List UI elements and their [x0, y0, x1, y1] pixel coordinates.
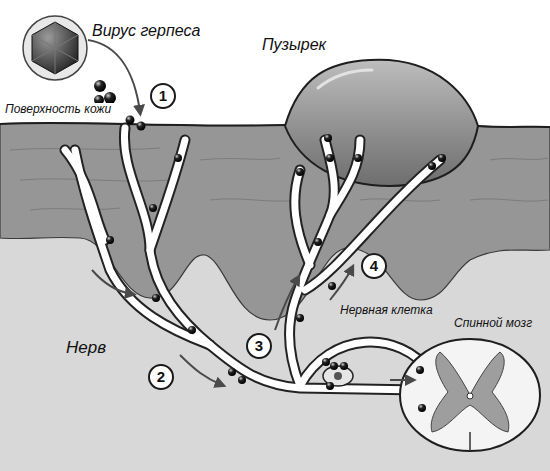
virion	[174, 154, 182, 162]
virus-label: Вирус герпеса	[92, 22, 200, 40]
skin-surface	[478, 126, 550, 127]
spinal-cord-label: Спинной мозг	[452, 317, 534, 331]
blister-label: Пузырек	[262, 36, 326, 54]
virion	[428, 162, 436, 170]
nucleus	[334, 372, 342, 380]
virion	[326, 382, 334, 390]
virion	[314, 238, 322, 246]
nerve	[295, 170, 310, 265]
nerve	[150, 140, 185, 250]
skin-texture	[20, 179, 170, 181]
virion	[330, 362, 338, 370]
skin-texture	[490, 158, 548, 160]
virion	[438, 154, 446, 162]
nerve	[75, 150, 210, 345]
nerve	[295, 170, 310, 265]
spinal-cord	[400, 339, 540, 451]
nerve	[150, 140, 185, 250]
nerve	[124, 128, 210, 345]
virion	[340, 362, 348, 370]
callout-number: 4	[361, 253, 387, 279]
virion	[188, 326, 196, 334]
nerve	[75, 150, 210, 345]
nerve-cell-label: Нервная клетка	[338, 304, 435, 318]
virion	[418, 404, 426, 412]
skin-texture	[200, 158, 280, 160]
callout-number: 2	[148, 364, 174, 390]
central-canal	[467, 393, 473, 399]
skin-texture	[470, 199, 548, 201]
virion	[326, 154, 334, 162]
movement-arrow	[390, 379, 412, 381]
skin-texture	[10, 148, 160, 150]
herpes-virus	[32, 22, 78, 74]
nerve	[65, 128, 440, 390]
blister-shine	[318, 70, 372, 88]
movement-arrow	[92, 270, 132, 294]
callout-number: 3	[246, 333, 272, 359]
virion	[238, 376, 246, 384]
virion	[106, 236, 114, 244]
virion	[149, 204, 157, 212]
nerve	[124, 128, 210, 345]
virion	[324, 134, 332, 142]
nerve	[305, 160, 440, 290]
callout-number: 1	[150, 83, 176, 109]
virion	[152, 294, 160, 302]
movement-arrow	[88, 40, 140, 112]
virion	[94, 80, 446, 412]
grey-matter	[431, 352, 509, 432]
nerve	[330, 140, 360, 215]
virion	[94, 80, 106, 92]
virion	[126, 116, 135, 125]
nerve	[65, 128, 440, 390]
herpes-virus	[23, 16, 87, 80]
virion	[296, 168, 304, 176]
nerve-label: Нерв	[66, 338, 106, 358]
virion	[322, 358, 330, 366]
nerve	[290, 140, 335, 386]
nerve	[65, 150, 105, 240]
virion	[354, 154, 362, 162]
movement-arrow	[275, 278, 298, 330]
virion	[137, 122, 146, 131]
virion	[416, 366, 424, 374]
movement-arrow	[180, 355, 222, 385]
skin-label: Поверхность кожи	[3, 103, 113, 117]
blister	[285, 60, 478, 186]
movement-arrow	[88, 40, 412, 385]
herpes-virus	[32, 22, 78, 74]
virion	[228, 368, 236, 376]
spinal-fissure	[469, 432, 471, 451]
herpes-virus	[23, 16, 87, 80]
nerve	[290, 140, 335, 386]
skin-texture	[30, 208, 120, 210]
virion	[328, 282, 336, 290]
skin-texture	[210, 199, 300, 201]
virion	[296, 314, 304, 322]
